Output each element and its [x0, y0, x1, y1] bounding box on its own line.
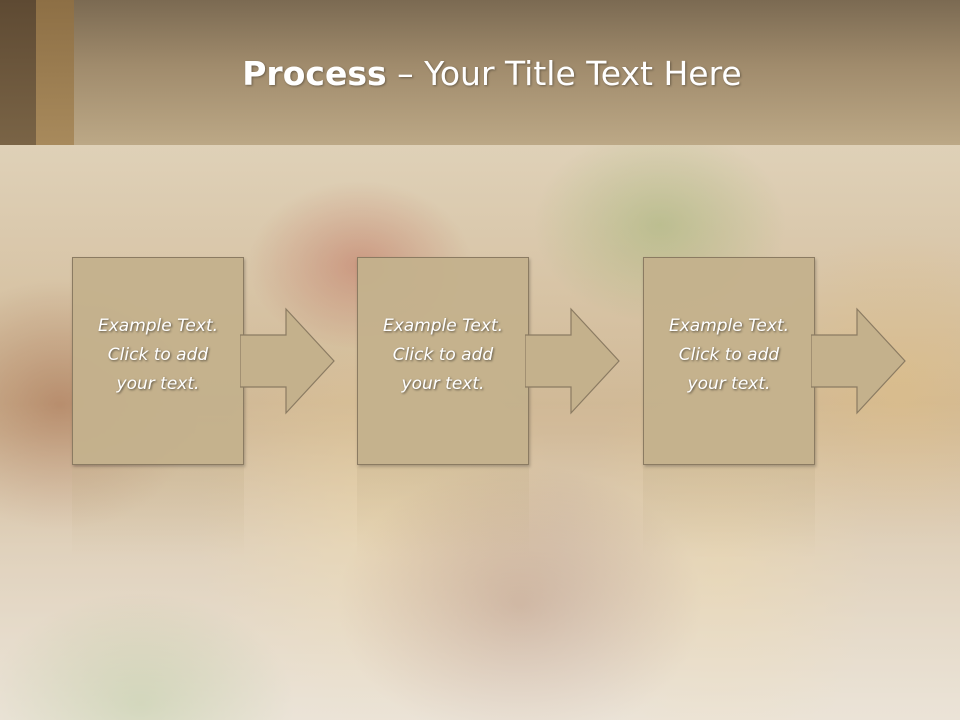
title-band-stripe-light: [36, 0, 74, 145]
process-box-1-reflection: [72, 467, 244, 557]
process-box-1-text[interactable]: Example Text. Click to add your text.: [97, 316, 219, 394]
slide-title-bold: Process: [242, 54, 387, 93]
arrow-right-icon: [525, 307, 620, 415]
process-step-2[interactable]: Example Text. Click to add your text.: [357, 257, 620, 465]
process-box-2-text[interactable]: Example Text. Click to add your text.: [382, 316, 504, 394]
title-band: Process – Your Title Text Here: [0, 0, 960, 145]
process-box-2-reflection: [357, 467, 529, 557]
process-step-3[interactable]: Example Text. Click to add your text.: [643, 257, 906, 465]
arrow-right-icon: [811, 307, 906, 415]
title-band-stripe-dark: [0, 0, 36, 145]
process-step-1[interactable]: Example Text. Click to add your text.: [72, 257, 335, 465]
process-box-3-reflection: [643, 467, 815, 557]
process-box-3-text[interactable]: Example Text. Click to add your text.: [668, 316, 790, 394]
process-box-2[interactable]: Example Text. Click to add your text.: [357, 257, 529, 465]
arrow-right-icon: [240, 307, 335, 415]
slide-title[interactable]: Process – Your Title Text Here: [0, 52, 960, 96]
process-box-3[interactable]: Example Text. Click to add your text.: [643, 257, 815, 465]
process-box-1[interactable]: Example Text. Click to add your text.: [72, 257, 244, 465]
slide-title-rest: – Your Title Text Here: [386, 54, 742, 93]
